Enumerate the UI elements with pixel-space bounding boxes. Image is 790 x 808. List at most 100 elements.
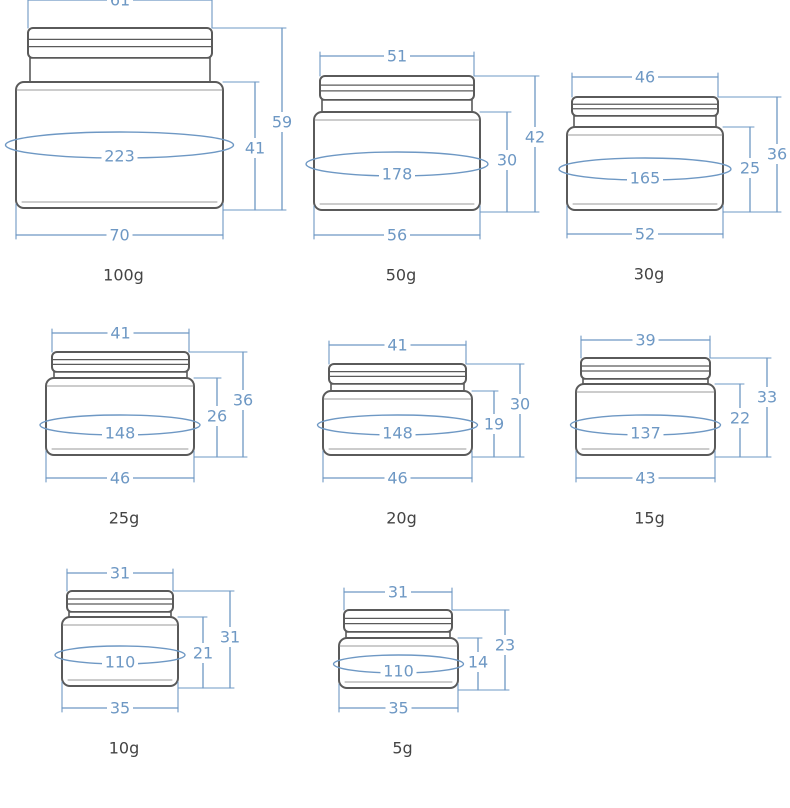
body-height-label: 30 <box>497 151 517 170</box>
label-mask <box>522 127 548 147</box>
label-mask <box>764 144 790 164</box>
bottom-width-label: 46 <box>110 469 130 488</box>
height-label: 31 <box>220 628 240 647</box>
label-mask <box>379 423 416 443</box>
jar-lid <box>320 76 474 100</box>
label-mask <box>384 336 411 354</box>
jar-size-caption: 10g <box>109 739 140 758</box>
jar-body <box>46 378 194 455</box>
bottom-width-label: 43 <box>635 469 655 488</box>
jar-neck <box>574 116 716 127</box>
height-label: 59 <box>272 113 292 132</box>
label-mask <box>727 408 753 428</box>
body-height-label: 22 <box>730 409 750 428</box>
label-mask <box>737 158 763 178</box>
jar-drawing <box>16 28 223 208</box>
jar-group-100g: 61 59 41 223 70 100g <box>4 0 295 285</box>
bottom-width-label: 70 <box>109 226 129 245</box>
label-mask <box>242 138 268 158</box>
body-height-label: 41 <box>245 139 265 158</box>
label-mask <box>384 469 411 487</box>
jar-drawing <box>314 76 480 210</box>
lid-width-label: 31 <box>388 583 408 602</box>
lid-width-label: 41 <box>387 336 407 355</box>
label-mask <box>107 699 133 717</box>
label-mask <box>385 583 411 601</box>
circumference-label: 110 <box>383 662 414 681</box>
label-mask <box>481 414 507 434</box>
lid-width-label: 51 <box>387 47 407 66</box>
label-mask <box>384 47 410 65</box>
body-height-label: 26 <box>207 407 227 426</box>
lid-width-label: 61 <box>110 0 130 10</box>
jar-drawing <box>62 591 178 686</box>
label-mask <box>632 469 659 487</box>
lid-width-label: 41 <box>110 324 130 343</box>
bottom-width-label: 35 <box>110 699 130 718</box>
circumference-label: 178 <box>382 165 413 184</box>
label-mask <box>627 423 664 443</box>
label-mask <box>102 652 138 672</box>
label-mask <box>507 394 533 414</box>
lid-width-label: 39 <box>635 331 655 350</box>
jar-neck <box>30 58 210 82</box>
jar-size-caption: 25g <box>109 509 140 528</box>
label-mask <box>632 225 658 243</box>
jar-drawing <box>46 352 194 455</box>
label-mask <box>385 699 412 717</box>
jar-dimensions: 61 59 41 223 70 <box>4 0 295 245</box>
label-mask <box>380 661 417 681</box>
jar-lid <box>344 610 452 632</box>
label-mask <box>107 469 133 487</box>
circumference-label: 137 <box>630 424 661 443</box>
jar-dimensions: 41 36 26 148 46 <box>39 324 256 488</box>
height-label: 23 <box>495 636 515 655</box>
jar-size-caption: 30g <box>634 265 665 284</box>
label-mask <box>101 146 138 166</box>
label-mask <box>627 168 663 188</box>
body-height-label: 21 <box>193 644 213 663</box>
jar-drawing <box>576 358 715 455</box>
label-mask <box>494 150 520 170</box>
jar-body <box>314 112 480 210</box>
jar-body <box>576 384 715 455</box>
body-height-label: 19 <box>484 415 504 434</box>
circumference-label: 165 <box>630 169 661 188</box>
jar-lid <box>28 28 212 58</box>
jar-neck <box>322 100 472 112</box>
jar-size-caption: 15g <box>634 509 665 528</box>
label-mask <box>217 627 243 647</box>
circumference-label: 148 <box>105 424 136 443</box>
label-mask <box>106 226 133 244</box>
body-height-label: 14 <box>468 653 488 672</box>
height-label: 36 <box>767 145 787 164</box>
jar-neck <box>331 384 464 391</box>
height-label: 42 <box>525 128 545 147</box>
bottom-width-label: 46 <box>387 469 407 488</box>
label-mask <box>269 112 295 132</box>
jar-lid <box>572 97 718 116</box>
jar-lid <box>581 358 710 379</box>
jar-group-25g: 41 36 26 148 46 25g <box>39 324 256 528</box>
label-mask <box>632 68 658 86</box>
label-mask <box>107 324 134 342</box>
jar-size-caption: 5g <box>392 739 412 758</box>
label-mask <box>384 226 410 244</box>
label-mask <box>379 164 415 184</box>
jar-size-caption: 100g <box>103 266 144 285</box>
circumference-label: 223 <box>104 147 135 166</box>
lid-width-label: 31 <box>110 564 130 583</box>
jar-lid <box>52 352 189 372</box>
lid-width-label: 46 <box>635 68 655 87</box>
height-label: 36 <box>233 391 253 410</box>
